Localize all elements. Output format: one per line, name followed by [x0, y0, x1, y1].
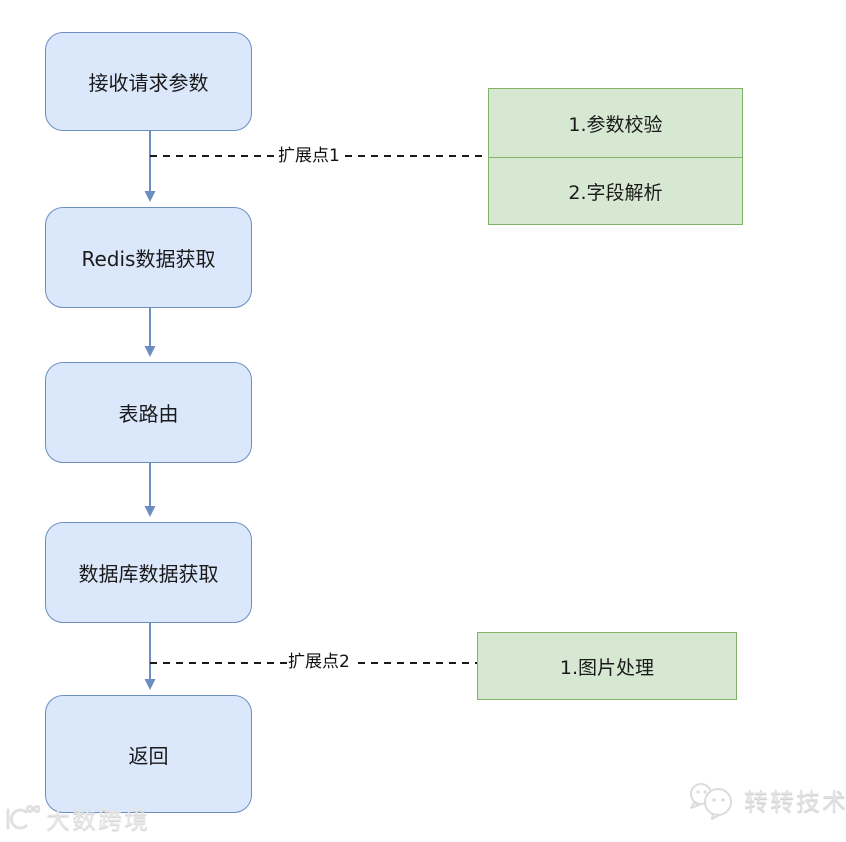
watermark-text: 大数跨境 — [46, 806, 150, 834]
extension-item: 1.图片处理 — [559, 656, 655, 679]
node-redis-fetch: Redis数据获取 — [45, 207, 252, 308]
node-label: 返回 — [128, 743, 169, 768]
zhuanzhuan-mascot-icon — [690, 783, 732, 820]
node-return: 返回 — [45, 695, 252, 813]
node-label: Redis数据获取 — [81, 247, 216, 271]
node-db-fetch: 数据库数据获取 — [45, 522, 252, 623]
watermark-bottom-right: 转转技术 — [686, 778, 846, 820]
node-label: 表路由 — [118, 402, 179, 426]
node-label: 数据库数据获取 — [78, 562, 219, 586]
extension-box-1: 1.参数校验 2.字段解析 — [488, 88, 743, 225]
extension-box-2: 1.图片处理 — [477, 632, 737, 700]
node-label: 接收请求参数 — [88, 71, 209, 95]
watermark-bottom-left: 大数跨境 — [2, 800, 150, 835]
dashukuajing-logo-icon — [6, 804, 40, 829]
node-receive-params: 接收请求参数 — [45, 32, 252, 131]
extension-point-1-label: 扩展点1 — [278, 146, 340, 167]
watermark-text: 转转技术 — [744, 787, 846, 816]
extension-item: 1.参数校验 — [568, 113, 663, 136]
extension-point-2-label: 扩展点2 — [288, 652, 350, 673]
node-table-route: 表路由 — [45, 362, 252, 463]
extension-item: 2.字段解析 — [489, 157, 742, 224]
